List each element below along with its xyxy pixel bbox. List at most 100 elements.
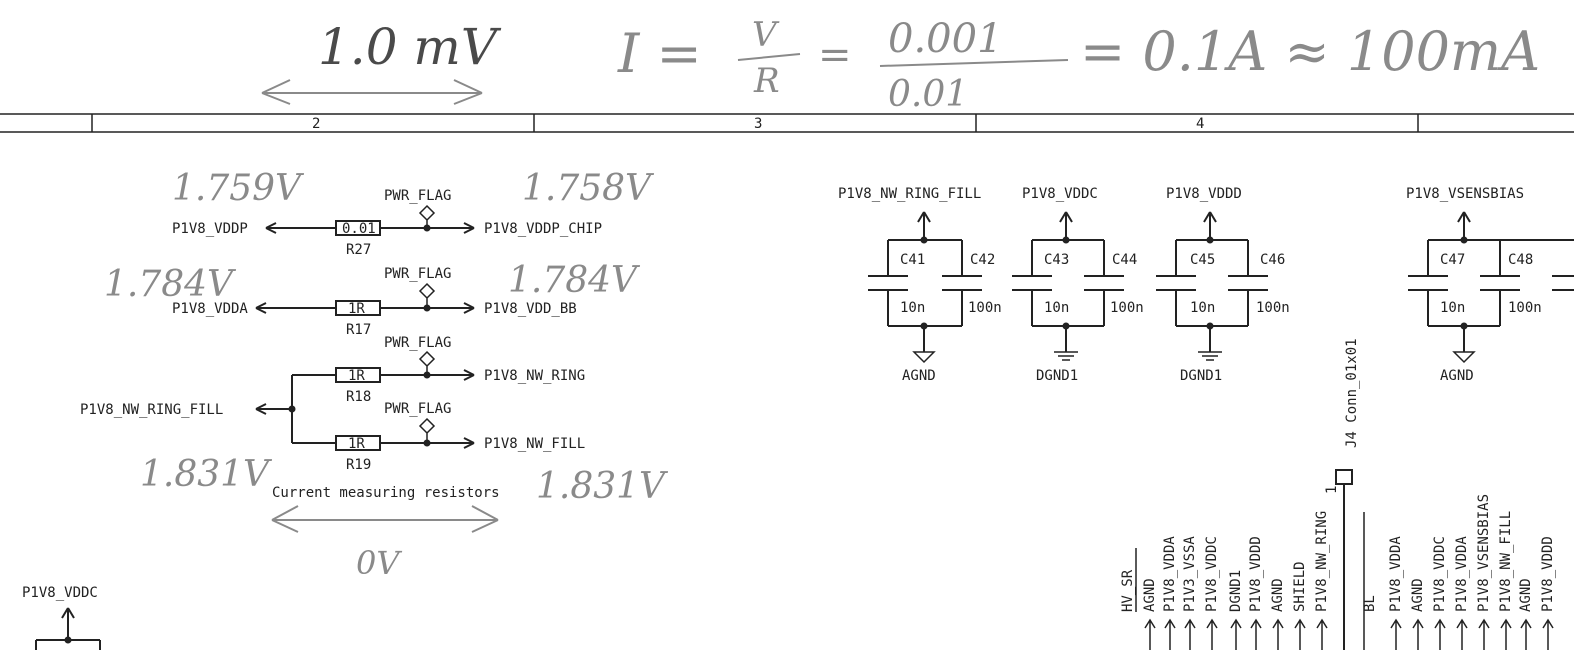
cap-ref: C48: [1508, 252, 1533, 268]
net-label-left: P1V8_VDDA: [172, 301, 248, 317]
net-label-left: P1V8_VDDP: [172, 221, 248, 237]
cap-ref: C46: [1260, 252, 1285, 268]
hand-formula-r: R: [753, 61, 780, 101]
resistor-ref: R27: [346, 242, 371, 258]
vertical-net-label: P1V8_NW_RING: [1314, 511, 1330, 612]
cap-value: 10n: [1440, 300, 1465, 316]
zone-label: 3: [754, 116, 762, 132]
resistor-ref: R19: [346, 457, 371, 473]
connector-pin-number: 1: [1324, 486, 1340, 494]
cap-net-label: P1V8_VSENSBIAS: [1406, 186, 1524, 202]
net-arrow: [1272, 618, 1284, 650]
hand-voltage-nw: 1.831V: [536, 466, 669, 507]
pwr-flag-label: PWR_FLAG: [384, 188, 451, 204]
vertical-net-label: P1V3_VSSA: [1182, 536, 1198, 612]
hand-formula-num: 0.001: [888, 16, 1003, 62]
vertical-net-label: AGND: [1270, 578, 1286, 612]
resistor-block: 1.759V 1.758V PWR_FLAG P1V8_VDDP 0.01 R2…: [80, 168, 669, 582]
ground-label: DGND1: [1180, 368, 1222, 384]
net-arrow: [1434, 618, 1446, 650]
block-caption: Current measuring resistors: [272, 485, 500, 501]
capacitor-c44: [1084, 275, 1124, 291]
connector-j4: J4 Conn_01x01 1: [1324, 338, 1360, 650]
vertical-net-label: AGND: [1142, 578, 1158, 612]
hand-voltage-ring-fill: 1.831V: [140, 454, 273, 495]
capacitor-c47: [1408, 275, 1448, 291]
resistor-ref: R18: [346, 389, 371, 405]
cap-ref: C45: [1190, 252, 1215, 268]
hand-fraction-bar-2: [879, 59, 1069, 67]
cap-value: 10n: [1190, 300, 1215, 316]
vertical-net-label: P1V8_VDDA: [1162, 536, 1178, 612]
vertical-net-label: P1V8_NW_FILL: [1498, 511, 1514, 612]
zone-label: 2: [312, 116, 320, 132]
resistor-ref: R17: [346, 322, 371, 338]
cap-ref: C42: [970, 252, 995, 268]
net-label-right: P1V8_VDDP_CHIP: [484, 221, 602, 237]
hand-formula-den: 0.01: [888, 74, 968, 115]
net-arrow: [1520, 618, 1532, 650]
vertical-net-label: P1V8_VDDD: [1540, 536, 1556, 612]
sheet-frame: 2 3 4: [0, 113, 1574, 133]
vertical-net-label: AGND: [1518, 578, 1534, 612]
pwr-flag-label: PWR_FLAG: [384, 401, 451, 417]
cap-value: 100n: [1110, 300, 1144, 316]
capacitor-c43: [1012, 275, 1052, 291]
net-arrow: [1206, 618, 1218, 650]
cap-group-2: P1V8_VDDC C43 C44 10n 100n DGND1: [1012, 186, 1144, 384]
hand-zero-volt: 0V: [356, 544, 402, 582]
net-label-left: P1V8_NW_RING_FILL: [80, 402, 223, 418]
resistor-value: 1R: [348, 368, 365, 384]
hand-voltage-vddp: 1.759V: [172, 168, 305, 209]
cap-value: 10n: [900, 300, 925, 316]
pwr-flag-label: PWR_FLAG: [384, 335, 451, 351]
vertical-net-label: BL: [1362, 595, 1378, 612]
hand-arrow-bottom: [271, 505, 499, 533]
net-arrow: [1500, 618, 1512, 650]
vertical-net-label: AGND: [1410, 578, 1426, 612]
net-arrow: [1294, 618, 1306, 650]
cap-value: 100n: [968, 300, 1002, 316]
vertical-net-label: P1V8_VSENSBIAS: [1476, 494, 1492, 612]
resistor-value: 1R: [348, 301, 365, 317]
hand-voltage-vdda: 1.784V: [104, 264, 237, 305]
zone-label: 4: [1196, 116, 1204, 132]
cap-value: 100n: [1508, 300, 1542, 316]
net-arrow: [1144, 618, 1156, 650]
hand-formula-v: V: [752, 15, 780, 55]
hand-arrow-top: [261, 79, 483, 105]
cap-value: 100n: [1256, 300, 1290, 316]
hand-voltage-vddp-chip: 1.758V: [522, 168, 655, 209]
connector-ref: J4 Conn_01x01: [1344, 338, 1360, 448]
cap-ref: C47: [1440, 252, 1465, 268]
cap-group-1: P1V8_NW_RING_FILL C41 C42 10n 100n AGND: [838, 186, 1002, 384]
net-arrow: [1230, 618, 1242, 650]
capacitor-c45: [1156, 275, 1196, 291]
vertical-net-label: P1V8_VDDC: [1204, 536, 1220, 612]
hand-fraction-bar-1: [737, 53, 801, 61]
handwritten-formula: 1.0 mV I = V R = 0.001 0.01 = 0.1A ≈ 100…: [261, 15, 1540, 115]
net-arrow: [1184, 618, 1196, 650]
net-arrow: [1390, 618, 1402, 650]
pwr-flag-label: PWR_FLAG: [384, 266, 451, 282]
capacitor-c41: [868, 275, 908, 291]
vertical-net-label: DGND1: [1228, 570, 1244, 612]
cap-net-label: P1V8_VDDC: [1022, 186, 1098, 202]
net-arrow: [1164, 618, 1176, 650]
cap-value: 10n: [1044, 300, 1069, 316]
resistor-value: 1R: [348, 436, 365, 452]
connector-pin-box: [1335, 469, 1353, 485]
capacitor-c42: [942, 275, 982, 291]
capacitor-c46: [1228, 275, 1268, 291]
cap-ref: C43: [1044, 252, 1069, 268]
net-arrow: [1478, 618, 1490, 650]
hand-voltage-vdd-bb: 1.784V: [508, 260, 641, 301]
net-label-right: P1V8_NW_RING: [484, 368, 585, 384]
hand-top-voltage: 1.0 mV: [318, 18, 502, 76]
cap-net-label: P1V8_NW_RING_FILL: [838, 186, 981, 202]
cap-ref: C44: [1112, 252, 1137, 268]
ground-label: AGND: [902, 368, 936, 384]
cap-net-label: P1V8_VDDD: [1166, 186, 1242, 202]
